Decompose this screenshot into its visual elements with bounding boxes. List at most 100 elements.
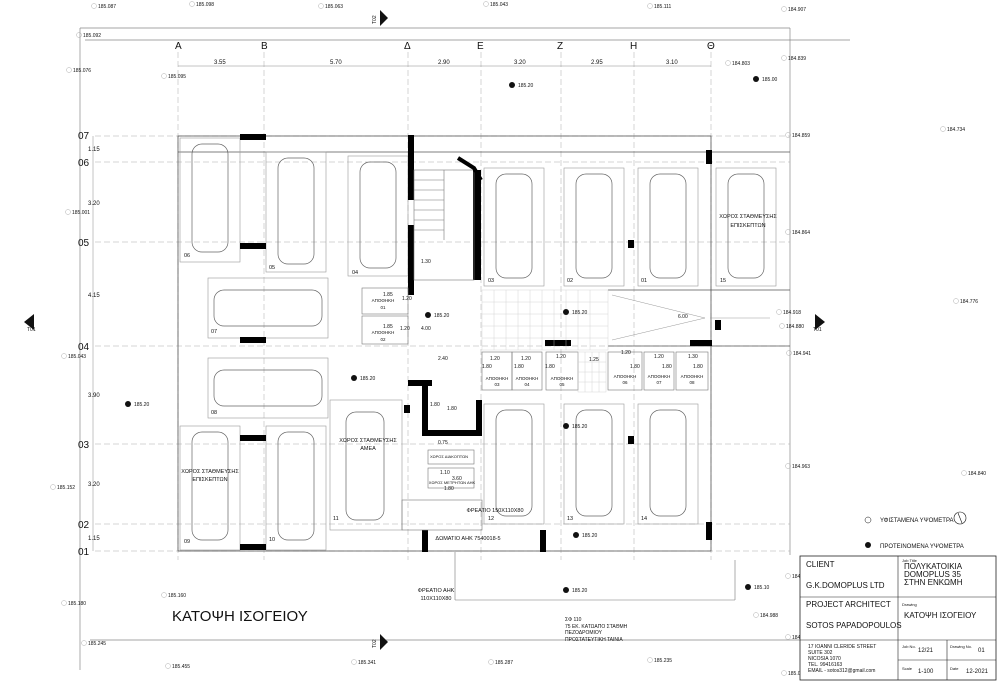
existing-elevation-value: 185.235 (654, 658, 672, 664)
architect-name: SOTOS PAPADOPOULOS (806, 621, 902, 630)
job-title-line: ΣΤΗΝ ΕΝΚΩΜΗ (904, 578, 963, 587)
title-block: CLIENT G.K.DOMOPLUS LTD Job Title ΠΟΛΥΚΑ… (799, 555, 997, 681)
car-icon (191, 431, 229, 541)
existing-elevation-icon (776, 309, 782, 315)
tiled-area (481, 289, 609, 393)
row-dimensions: 1.15 3.20 4.15 3.90 3.20 1.15 (88, 136, 100, 551)
existing-elevation-icon (961, 470, 967, 476)
existing-elevation-icon (781, 55, 787, 61)
existing-elevation-icon (785, 634, 791, 640)
room-label: ΧΩΡΟΣ ΜΕΤΡΗΤΩΝ ΑΗΚ (429, 480, 476, 485)
job-title-label: Job Title (902, 558, 918, 563)
dim-label: 1.20 (654, 354, 664, 360)
sign-note: ΣΦ 110 75 ΕΚ. ΚΑΤΩΑΠΟ ΣΤΑΘΜΗ ΠΕΖΟΔΡΟΜΙΟΥ… (565, 617, 628, 643)
section-arrow (380, 10, 388, 26)
existing-elevation-icon (189, 1, 195, 7)
car-icon (345, 411, 385, 521)
existing-elevation-value: 185.098 (196, 2, 214, 8)
existing-elevation-value: 184.734 (947, 127, 965, 133)
elevation-value: 185.20 (572, 424, 588, 430)
section-arrow (24, 314, 34, 330)
storage-label: ΑΠΟΘΗΚΗ (372, 330, 395, 335)
elevation-value: 185.20 (572, 588, 588, 594)
grid-col-label: Δ (404, 41, 411, 52)
dim-label: 1.20 (490, 356, 500, 362)
note-line: ΠΕΖΟΔΡΟΜΙΟΥ (565, 630, 603, 636)
elevation-target-icon (753, 76, 759, 82)
existing-elevation-value: 184.988 (760, 613, 778, 619)
address-line: NICOSIA 1070 (808, 656, 841, 662)
elevation-target-icon (745, 584, 751, 590)
dim-label: 4.15 (88, 293, 100, 299)
address-line: TEL. 99416163 (808, 662, 842, 668)
existing-elevation-icon (647, 3, 653, 9)
grid-row-label: 02 (78, 520, 90, 531)
existing-elevation-icon (65, 209, 71, 215)
existing-elevation-icon (781, 670, 787, 676)
note-line: ΣΦ 110 (565, 617, 582, 623)
note-line: ΠΡΟΣΤΑΤΕΥΤΙΚΗ ΤΑΙΝΙΑ (565, 637, 623, 643)
existing-elevation-value: 185.341 (358, 660, 376, 666)
grid-row-label: 03 (78, 440, 90, 451)
parking-numbers: 06 05 04 03 02 01 15 07 08 09 10 11 12 1… (184, 253, 726, 545)
legend: ΥΦΙΣΤΑΜΕΝΑ ΥΨΟΜΕΤΡΑ ΠΡΟΤΕΙΝΟΜΕΝΑ ΥΨΟΜΕΤΡ… (864, 511, 967, 550)
pit-label: ΦΡΕΑΤΙΟ ΑΗΚ (418, 588, 455, 594)
column-labels: Α Β Δ Ε Ζ Η Θ (175, 41, 715, 52)
elevation-value: 185.00 (762, 77, 778, 83)
existing-elevation-icon (91, 3, 97, 9)
dim-label: 1.20 (400, 326, 410, 332)
storage-label: ΑΠΟΘΗΚΗ (681, 374, 704, 379)
car-icon (495, 409, 533, 517)
legend-existing: ΥΦΙΣΤΑΜΕΝΑ ΥΨΟΜΕΤΡΑ (880, 518, 954, 524)
storage-label: ΑΠΟΘΗΚΗ (614, 374, 637, 379)
existing-elevation-icon (785, 463, 791, 469)
storage-label: ΑΠΟΘΗΚΗ (516, 376, 539, 381)
existing-elevation-icon (161, 592, 167, 598)
parking-bays (179, 137, 777, 551)
dim-label: 1.80 (662, 364, 672, 370)
dim-label: 3.90 (88, 393, 100, 399)
section-label: T01 (27, 327, 36, 333)
elevation-value: 185.20 (360, 376, 376, 382)
car-icon (191, 143, 229, 253)
grid-col-label: Α (175, 41, 182, 52)
drawing-name: ΚΑΤΟΨΗ ΙΣΟΓΕΙΟΥ (904, 611, 977, 620)
room-labels: ΧΩΡΟΣ ΣΤΑΘΜΕΥΣΗΣ ΕΠΙΣΚΕΠΤΩΝ ΧΩΡΟΣ ΣΤΑΘΜΕ… (181, 214, 777, 602)
existing-elevation-value: 184.907 (788, 7, 806, 13)
car-icon (575, 173, 613, 279)
existing-elevation-icon (781, 6, 787, 12)
storage-number: 04 (524, 382, 530, 387)
car-icon (727, 173, 765, 279)
existing-elevation-value: 184.880 (786, 324, 804, 330)
legend-proposed: ΠΡΟΤΕΙΝΟΜΕΝΑ ΥΨΟΜΕΤΡΑ (880, 544, 964, 550)
dim-label: 1.20 (621, 350, 631, 356)
grid-col-label: Ε (477, 41, 484, 52)
car-icon (359, 161, 397, 269)
drawing-no: 01 (978, 648, 985, 654)
parking-number: 15 (720, 278, 726, 284)
parking-number: 04 (352, 270, 358, 276)
existing-elevation-icon (786, 350, 792, 356)
elevation-value: 185.20 (572, 310, 588, 316)
date-label: Date (950, 666, 959, 671)
section-label: T02 (372, 15, 378, 24)
dim-label: 2.40 (438, 356, 448, 362)
address-line: SUITE 302 (808, 650, 833, 656)
existing-elevation-value: 185.245 (88, 641, 106, 647)
existing-elevation-value: 185.180 (68, 601, 86, 607)
section-arrow (380, 634, 388, 650)
pit-label: 110Χ110Χ80 (421, 596, 452, 602)
existing-elevation-icon (779, 323, 785, 329)
parking-number: 10 (269, 537, 275, 543)
client-label: CLIENT (806, 560, 835, 569)
scale-label: Scale (902, 666, 913, 671)
elevation-target-icon (425, 312, 431, 318)
storage-label: ΑΠΟΘΗΚΗ (648, 374, 671, 379)
existing-elevation-icon (61, 600, 67, 606)
job-title-line: ΠΟΛΥΚΑΤΟΙΚΙΑ (904, 562, 963, 571)
existing-elevation-value: 184.776 (960, 299, 978, 305)
existing-elevation-value: 184.864 (792, 230, 810, 236)
dim-label: 3.60 (452, 476, 462, 482)
existing-elevation-value: 184.840 (968, 471, 986, 477)
